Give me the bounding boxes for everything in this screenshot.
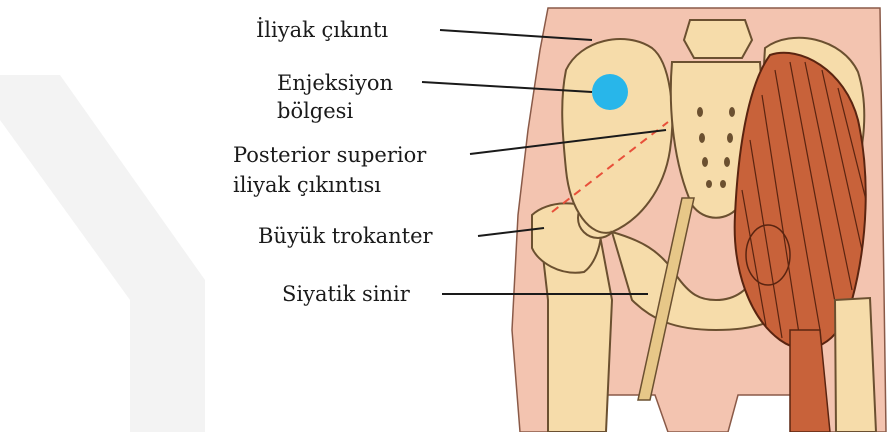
label-greater-trochanter: Büyük trokanter xyxy=(258,224,434,248)
label-psis-2: iliyak çıkıntısı xyxy=(233,173,381,197)
watermark-shape xyxy=(0,75,205,432)
injection-site-marker xyxy=(592,74,628,110)
label-psis: Posterior superior xyxy=(233,143,427,167)
label-injection-site: Enjeksiyon xyxy=(277,71,393,95)
lumbar-vertebra xyxy=(684,20,752,58)
label-sciatic-nerve: Siyatik sinir xyxy=(282,282,411,306)
right-femur xyxy=(835,298,876,432)
label-injection-site-2: bölgesi xyxy=(277,99,353,123)
label-iliac-crest: İliyak çıkıntı xyxy=(256,18,388,42)
